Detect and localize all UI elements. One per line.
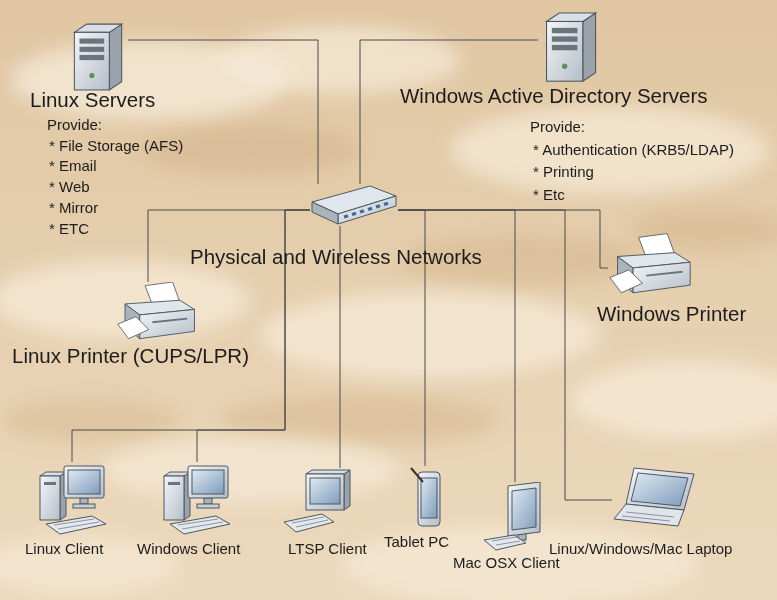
node-title: LTSP Client xyxy=(288,540,367,557)
node-title: Linux/Windows/Mac Laptop xyxy=(549,540,732,557)
server-icon xyxy=(74,24,121,90)
cloud xyxy=(100,436,400,504)
node-detail: * File Storage (AFS) xyxy=(49,137,183,154)
terminal-icon xyxy=(284,470,350,532)
printer-node: Linux Printer (CUPS/LPR) xyxy=(112,282,202,346)
cloud xyxy=(260,291,600,379)
node-detail: Provide: xyxy=(47,116,102,133)
node-title: Windows Client xyxy=(137,540,240,557)
client-node: Linux/Windows/Mac Laptop xyxy=(612,466,696,536)
switch-icon xyxy=(312,186,396,224)
printer-node: Windows Printer xyxy=(608,232,694,302)
node-detail: * ETC xyxy=(49,220,89,237)
printer-icon xyxy=(610,234,690,293)
node-title: Physical and Wireless Networks xyxy=(190,245,482,269)
node-title: Linux Printer (CUPS/LPR) xyxy=(12,344,249,368)
node-title: Windows Printer xyxy=(597,302,746,326)
client-node: Tablet PC xyxy=(410,466,444,530)
node-title: Linux Servers xyxy=(30,88,155,112)
node-title: Linux Client xyxy=(25,540,103,557)
network-switch: Physical and Wireless Networks xyxy=(310,184,398,226)
tablet-icon xyxy=(411,468,440,526)
node-detail: * Mirror xyxy=(49,199,98,216)
cloud xyxy=(0,398,180,442)
client-node: Linux Client xyxy=(36,462,112,536)
server-node: Linux ServersProvide:* File Storage (AFS… xyxy=(66,20,128,92)
cloud xyxy=(220,26,460,94)
printer-icon xyxy=(118,282,195,339)
node-title: Mac OSX Client xyxy=(453,554,560,571)
cloud xyxy=(0,260,250,340)
cloud xyxy=(450,106,770,194)
light-clouds xyxy=(0,26,777,600)
desktop-icon xyxy=(40,466,106,534)
laptop-icon xyxy=(614,468,694,526)
cloud xyxy=(570,360,777,440)
server-icon xyxy=(547,13,596,81)
network-cable xyxy=(128,40,318,184)
network-cable xyxy=(360,40,538,184)
node-detail: * Printing xyxy=(533,163,594,180)
node-detail: * Etc xyxy=(533,186,565,203)
mac-icon xyxy=(484,482,540,550)
node-detail: * Email xyxy=(49,157,97,174)
node-title: Tablet PC xyxy=(384,533,449,550)
node-detail: Provide: xyxy=(530,118,585,135)
server-node: Windows Active Directory ServersProvide:… xyxy=(538,8,602,84)
node-detail: * Authentication (KRB5/LDAP) xyxy=(533,141,734,158)
node-detail: * Web xyxy=(49,178,90,195)
client-node: Windows Client xyxy=(160,462,236,536)
client-node: LTSP Client xyxy=(282,468,354,536)
node-title: Windows Active Directory Servers xyxy=(400,84,708,108)
client-node: Mac OSX Client xyxy=(484,482,546,552)
desktop-icon xyxy=(164,466,230,534)
